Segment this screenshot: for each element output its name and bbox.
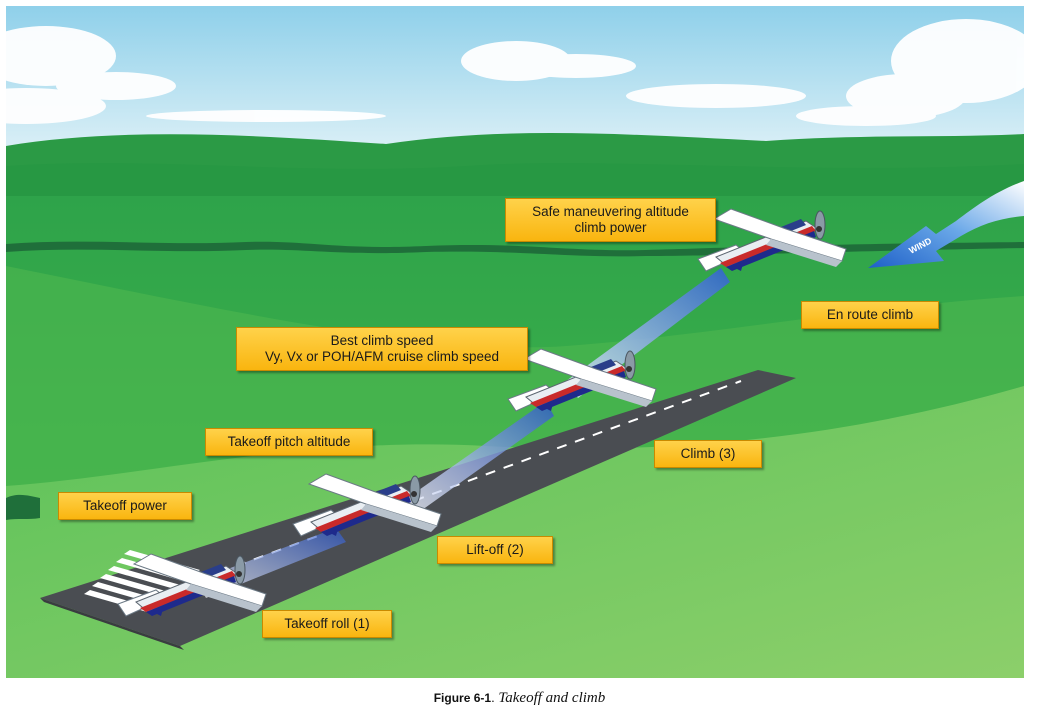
label-line: En route climb <box>826 307 914 322</box>
label-line: Vy, Vx or POH/AFM cruise climb speed <box>264 349 500 364</box>
label-line: Climb (3) <box>680 446 736 461</box>
label-line: Lift-off (2) <box>466 542 524 557</box>
scene-artwork: WIND <box>6 6 1024 678</box>
label-best-climb-speed: Best climb speed Vy, Vx or POH/AFM cruis… <box>236 327 528 371</box>
label-en-route-climb: En route climb <box>801 301 939 329</box>
label-safe-maneuvering-altitude: Safe maneuvering altitude climb power <box>505 198 716 242</box>
figure-number: Figure 6-1 <box>433 691 492 705</box>
label-line: Takeoff pitch altitude <box>227 434 351 449</box>
label-line: climb power <box>574 220 647 235</box>
takeoff-climb-illustration: WIND Safe maneuvering altitude climb pow… <box>6 6 1024 678</box>
label-line: Safe maneuvering altitude <box>532 204 689 219</box>
label-climb: Climb (3) <box>654 440 762 468</box>
label-line: Takeoff roll (1) <box>284 616 370 631</box>
label-takeoff-power: Takeoff power <box>58 492 192 520</box>
figure-caption: Figure 6-1. Takeoff and climb <box>0 690 1039 707</box>
label-takeoff-roll: Takeoff roll (1) <box>262 610 392 638</box>
figure-title: Takeoff and climb <box>498 690 606 706</box>
caption-separator: . <box>491 690 499 705</box>
label-takeoff-pitch-altitude: Takeoff pitch altitude <box>205 428 373 456</box>
label-lift-off: Lift-off (2) <box>437 536 553 564</box>
label-line: Best climb speed <box>330 333 434 348</box>
label-line: Takeoff power <box>83 498 167 513</box>
